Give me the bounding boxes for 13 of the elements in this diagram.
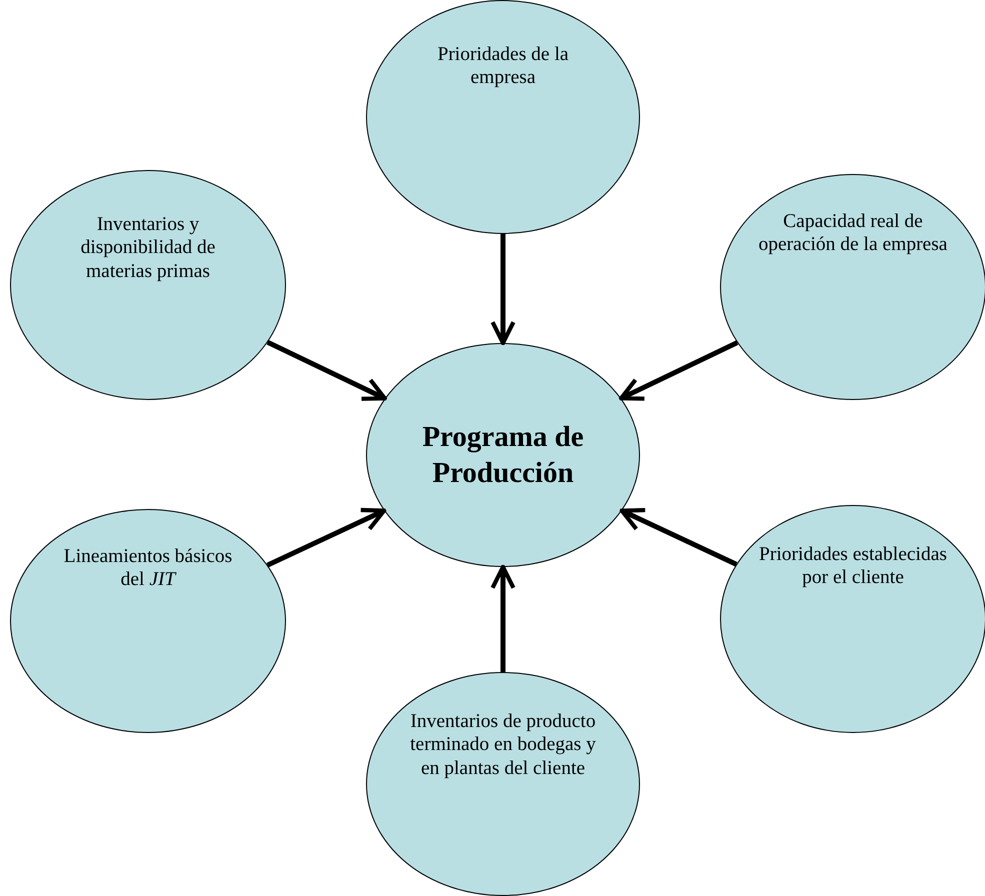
node-label: Capacidad real de operación de la empresa — [758, 210, 948, 257]
arrow — [266, 508, 386, 568]
node-label: Lineamientos básicos del JIT — [63, 545, 233, 592]
arrow — [620, 508, 738, 567]
node-label: Inventarios y disponibilidad de materias primas — [80, 213, 216, 284]
node-label: Prioridades de la empresa — [436, 43, 570, 90]
arrow — [266, 340, 387, 401]
arrow — [619, 340, 738, 401]
node-label: Inventarios de producto terminado en bodegas y en plantas del cliente — [409, 710, 597, 780]
node-label: Programa de Producción — [421, 420, 585, 491]
arrow — [490, 564, 516, 672]
node-label: Prioridades establecidas por el cliente — [758, 543, 948, 590]
arrow — [490, 234, 516, 346]
